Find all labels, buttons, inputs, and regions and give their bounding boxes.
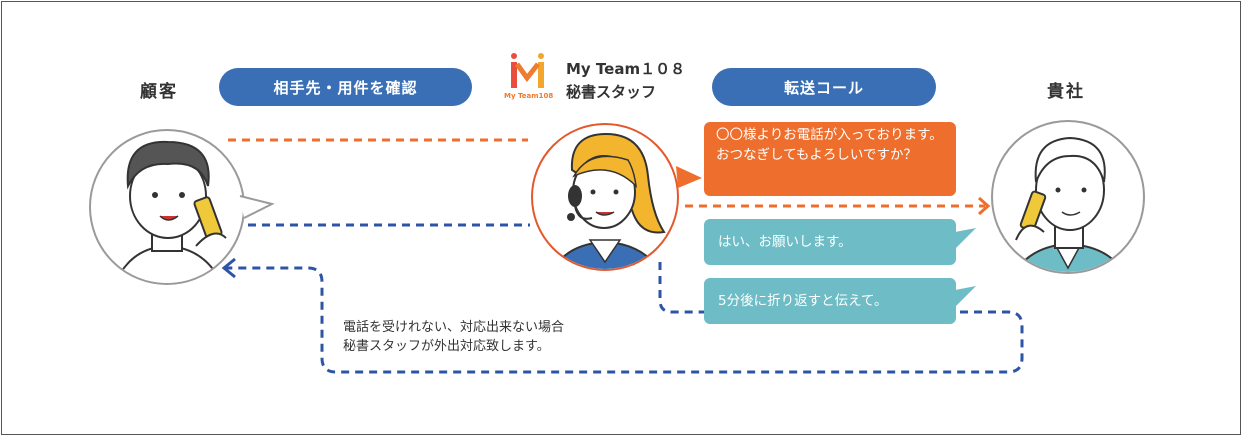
transfer-pill: 転送コール [712,68,936,106]
company-label: 貴社 [1047,82,1085,102]
staff-speech-tail [676,166,702,188]
blue-arrowhead [221,257,236,279]
brand-name: My Team１０８ [566,60,686,78]
note-line-1: 電話を受けれない、対応出来ない場合 [343,320,565,335]
brand-m-icon [511,53,544,88]
customer-speech-tail [239,195,275,219]
blue-dashed-loop [226,266,1024,374]
customer-person-icon [113,140,227,283]
customer-label: 顧客 [140,82,178,102]
orange-arrowhead [978,196,991,216]
teal-speech-bubble-1: はい、お願いします。 [704,219,956,265]
note-line-2: 秘書スタッフが外出対応致します。 [343,339,550,354]
orange-speech-bubble: 〇〇様よりお電話が入っております。おつなぎしてもよろしいですか？ [704,122,956,196]
blue-dashed-line-staff [658,262,705,314]
teal1-tail [955,228,976,248]
brand-subtitle: 秘書スタッフ [566,83,657,101]
brand-logo-text: My Team108 [504,92,554,100]
teal2-tail [955,286,976,306]
teal-speech-bubble-2: 5分後に折り返すと伝えて。 [704,278,956,324]
confirm-pill: 相手先・用件を確認 [219,68,472,106]
